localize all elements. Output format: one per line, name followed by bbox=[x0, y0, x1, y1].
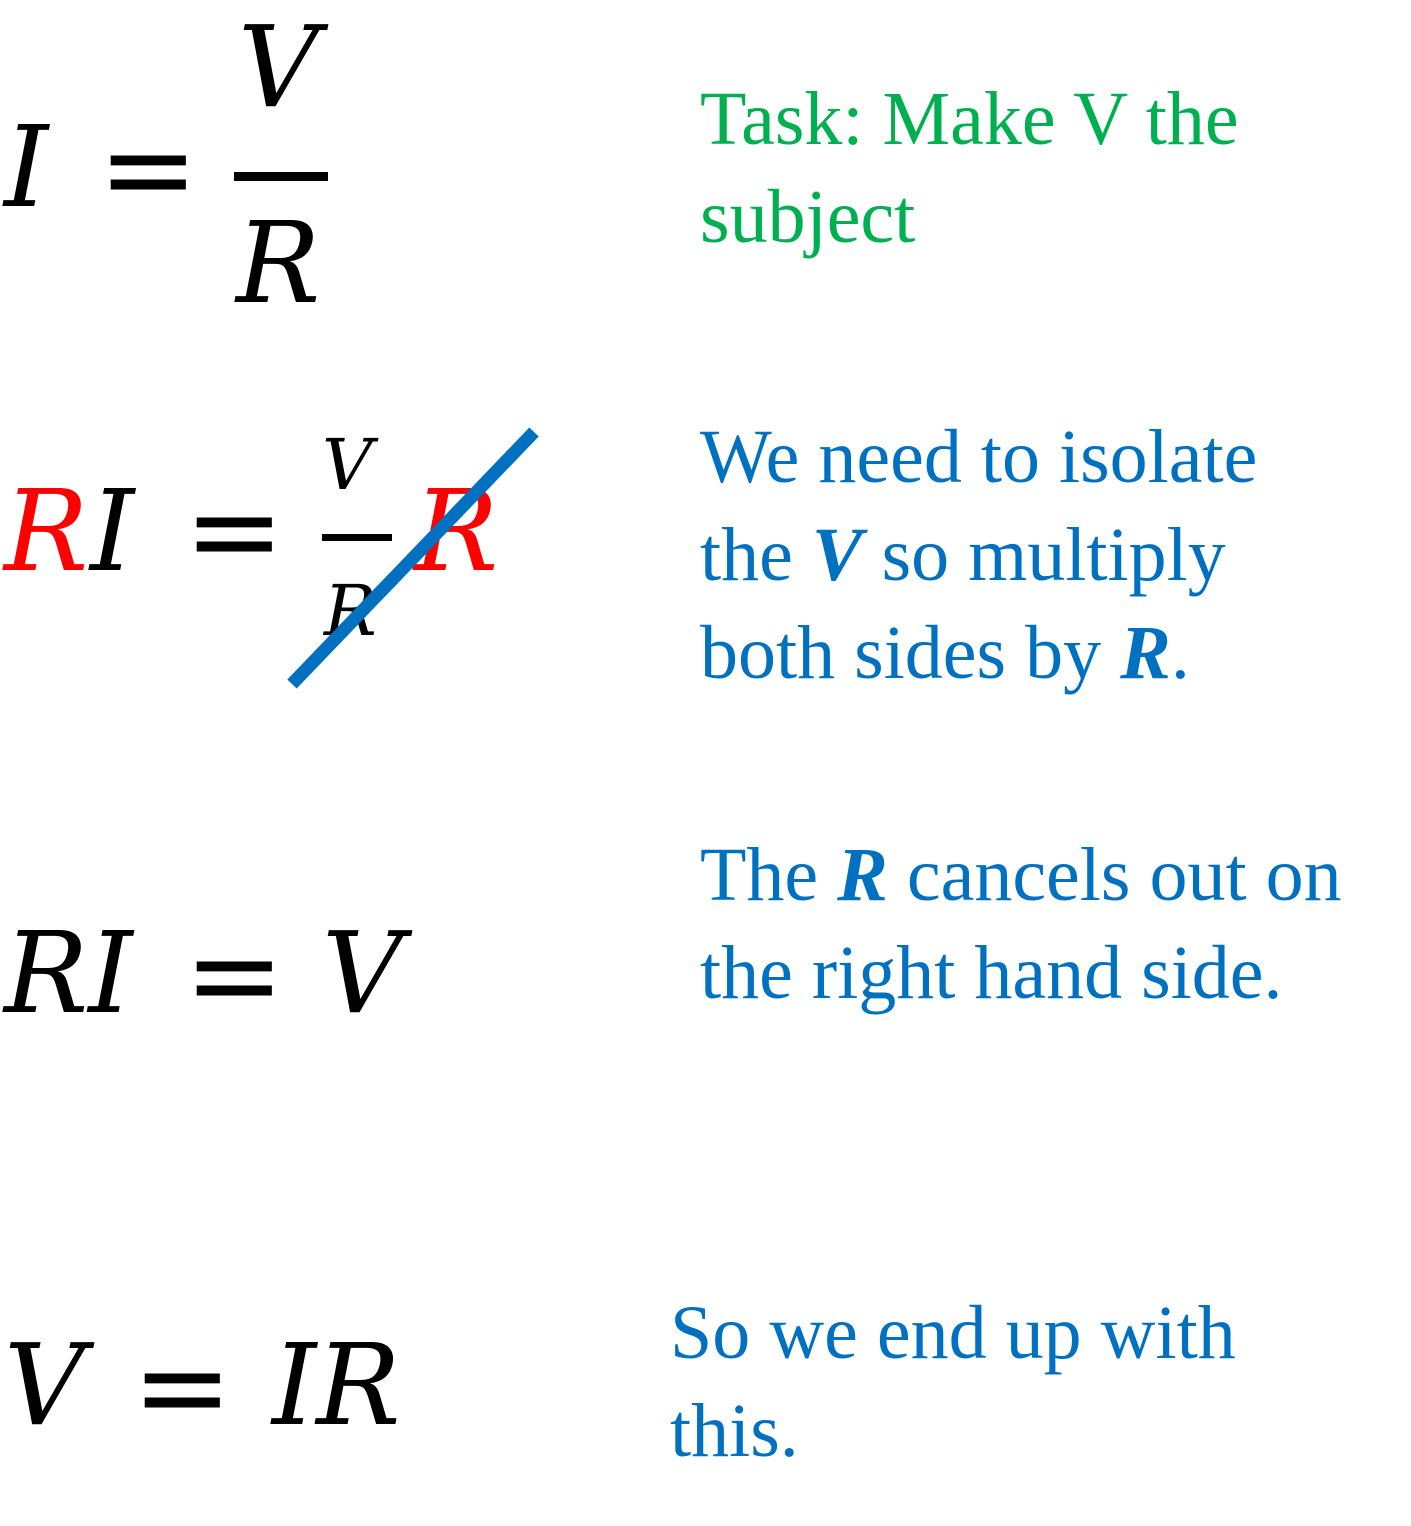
eq2-fraction-bar bbox=[322, 534, 392, 541]
eq1-fraction-bar bbox=[234, 172, 328, 181]
note-isolate: We need to isolate the V so multiply bot… bbox=[700, 408, 1360, 702]
note-cancels: The R cancels out on the right hand side… bbox=[700, 826, 1360, 1022]
note-task: Task: Make V the subject bbox=[700, 77, 1239, 259]
eq3-equals: = bbox=[184, 906, 285, 1045]
note-isolate-var-v: V bbox=[811, 513, 863, 597]
note-isolate-part2: so multiply both sides by bbox=[700, 513, 1226, 695]
eq1-denominator: R bbox=[236, 199, 321, 329]
note-isolate-part3: . bbox=[1170, 611, 1190, 695]
note-cancels-part2: cancels out on the right hand side. bbox=[700, 833, 1342, 1015]
eq4-rhs: IR bbox=[272, 1321, 401, 1451]
eq4-lhs: V bbox=[4, 1321, 85, 1451]
eq1-lhs: I bbox=[4, 103, 49, 233]
cancel-strike-stroke bbox=[287, 427, 539, 689]
eq2-numerator: V bbox=[322, 424, 373, 506]
note-isolate-var-r: R bbox=[1120, 611, 1171, 695]
note-cancels-var-r: R bbox=[837, 833, 888, 917]
eq3-lhs: RI bbox=[4, 909, 133, 1039]
eq2-multiplier-left: R bbox=[4, 467, 89, 597]
note-result: So we end up with this. bbox=[670, 1291, 1236, 1473]
eq1-numerator: V bbox=[238, 3, 319, 133]
eq2-multiplier-right: R bbox=[414, 467, 499, 597]
eq3-rhs: V bbox=[322, 909, 403, 1039]
eq2-equals: = bbox=[184, 462, 285, 601]
eq1-equals: = bbox=[98, 100, 199, 239]
eq4-equals: = bbox=[132, 1318, 233, 1457]
eq2-lhs: I bbox=[90, 467, 135, 597]
note-isolate-part1: We need to isolate the bbox=[700, 415, 1258, 597]
note-cancels-part1: The bbox=[700, 833, 838, 917]
